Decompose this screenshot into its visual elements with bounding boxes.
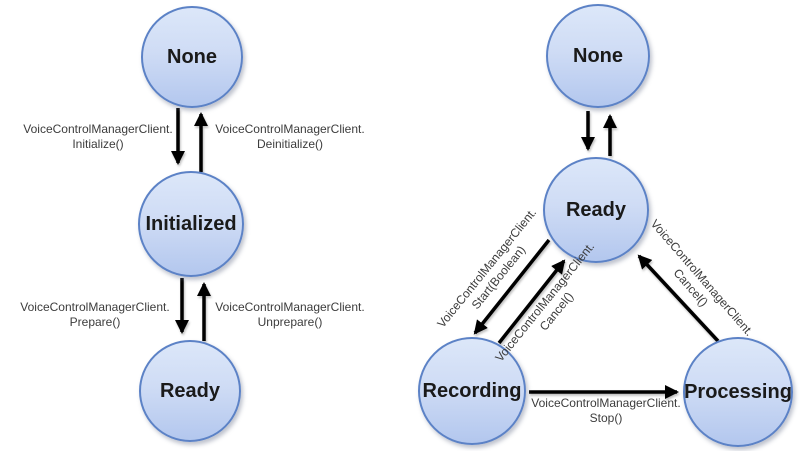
state-node-initialized: Initialized bbox=[138, 171, 244, 277]
transition-label-unprepare: VoiceControlManagerClient. Unprepare() bbox=[215, 300, 365, 329]
state-label: Recording bbox=[422, 379, 522, 402]
state-node-none-left: None bbox=[141, 6, 243, 108]
state-node-none-right: None bbox=[546, 4, 650, 108]
state-label: Ready bbox=[565, 198, 627, 221]
state-label: None bbox=[573, 44, 623, 67]
state-label: None bbox=[167, 45, 217, 68]
state-label: Processing bbox=[684, 380, 792, 403]
transition-label-stop: VoiceControlManagerClient. Stop() bbox=[531, 396, 681, 425]
arrow-ready-to-recording bbox=[473, 238, 551, 335]
transition-label-prepare: VoiceControlManagerClient. Prepare() bbox=[20, 300, 170, 329]
state-node-ready-right: Ready bbox=[543, 157, 649, 263]
transition-label-deinitialize: VoiceControlManagerClient. Deinitialize(… bbox=[215, 122, 365, 151]
state-label: Ready bbox=[159, 379, 221, 402]
state-node-recording: Recording bbox=[418, 337, 526, 445]
state-label: Initialized bbox=[145, 212, 237, 235]
state-node-processing: Processing bbox=[683, 337, 793, 447]
arrow-processing-to-ready bbox=[637, 254, 720, 343]
state-node-ready-left: Ready bbox=[139, 340, 241, 442]
arrow-recording-to-ready bbox=[497, 259, 566, 345]
transition-label-initialize: VoiceControlManagerClient. Initialize() bbox=[23, 122, 173, 151]
